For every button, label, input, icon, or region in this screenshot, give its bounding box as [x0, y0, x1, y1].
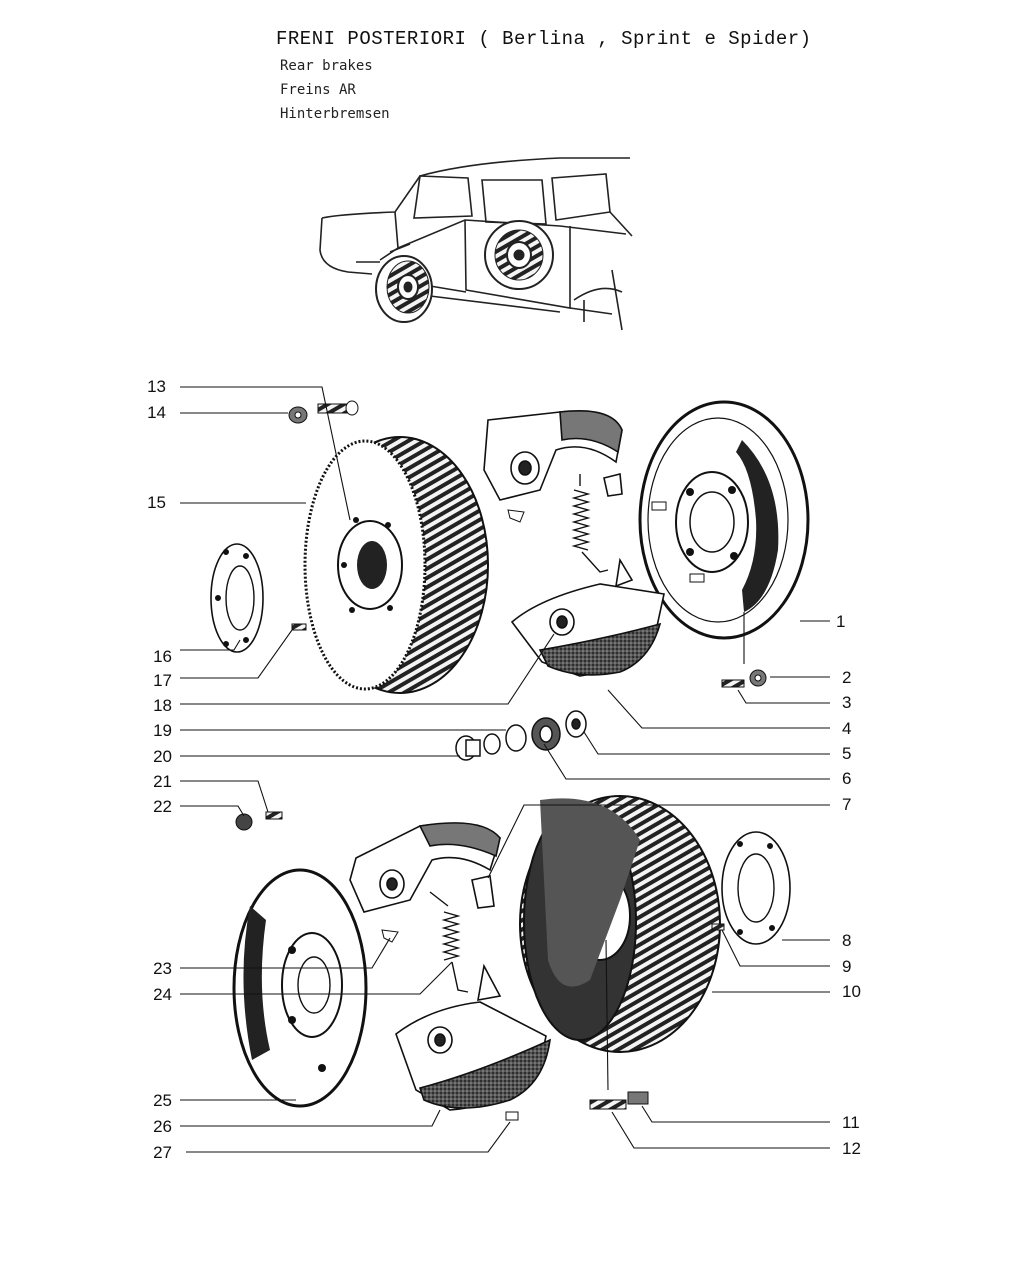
bolt-12-icon [589, 1099, 627, 1110]
brake-shoe-lower-icon [510, 557, 665, 677]
callout-13: 13 [147, 377, 166, 396]
callout-25: 25 [153, 1091, 172, 1110]
car-wheel-icon [375, 255, 433, 323]
callout-21: 21 [153, 772, 172, 791]
nipple-11-icon [627, 1091, 649, 1105]
lower-upper-shoe-icon [349, 822, 501, 913]
return-spring-icon [571, 474, 609, 573]
callout-23: 23 [153, 959, 172, 978]
callout-5: 5 [842, 744, 852, 763]
bolt-3-icon [721, 679, 745, 688]
lower-spring-icon [429, 891, 469, 993]
clip-23-icon [381, 929, 399, 943]
callout-12: 12 [842, 1139, 861, 1158]
callout-26: 26 [153, 1117, 172, 1136]
screw-17-icon [291, 623, 307, 631]
bolt-21-icon [265, 811, 283, 820]
brake-shoe-icon [483, 410, 623, 501]
nut-14-icon [288, 406, 308, 424]
callout-7: 7 [842, 795, 852, 814]
page-title: FRENI POSTERIORI ( Berlina , Sprint e Sp… [276, 28, 812, 50]
nut-2-icon [749, 669, 767, 687]
nut-22-icon [235, 813, 253, 831]
leader-lines [180, 386, 830, 1153]
subtitle-english: Rear brakes [280, 58, 373, 74]
car-door-drum-icon [484, 220, 554, 290]
car-outline-icon [319, 157, 633, 331]
gasket-8-icon [721, 831, 791, 945]
callout-27: 27 [153, 1143, 172, 1162]
clip-icon [507, 509, 525, 523]
bearing-stack-icon [455, 710, 587, 761]
subtitle-french: Freins AR [280, 82, 356, 98]
callout-6: 6 [842, 769, 852, 788]
callout-14: 14 [147, 403, 166, 422]
callout-15: 15 [147, 493, 166, 512]
bolt-13-icon [317, 400, 359, 416]
lower-backing-plate-icon [232, 868, 368, 1108]
backing-plate-icon [638, 400, 810, 640]
lower-brake-drum-icon [519, 795, 721, 1053]
screw-9-icon [711, 923, 725, 931]
callout-4: 4 [842, 719, 852, 738]
lower-lower-shoe-icon [395, 963, 551, 1111]
callout-24: 24 [153, 985, 172, 1004]
callout-9: 9 [842, 957, 852, 976]
callout-17: 17 [153, 671, 172, 690]
callout-19: 19 [153, 721, 172, 740]
callout-22: 22 [153, 797, 172, 816]
callout-1: 1 [836, 612, 846, 631]
callout-2: 2 [842, 668, 852, 687]
gasket-16-icon [210, 543, 264, 653]
screw-27-icon [505, 1111, 519, 1121]
subtitle-german: Hinterbremsen [280, 106, 390, 122]
callout-20: 20 [153, 747, 172, 766]
callout-11: 11 [842, 1113, 860, 1132]
callout-16: 16 [153, 647, 172, 666]
callout-18: 18 [153, 696, 172, 715]
brake-drum-icon [303, 436, 489, 694]
callout-10: 10 [842, 982, 861, 1001]
callout-8: 8 [842, 931, 852, 950]
callout-3: 3 [842, 693, 852, 712]
